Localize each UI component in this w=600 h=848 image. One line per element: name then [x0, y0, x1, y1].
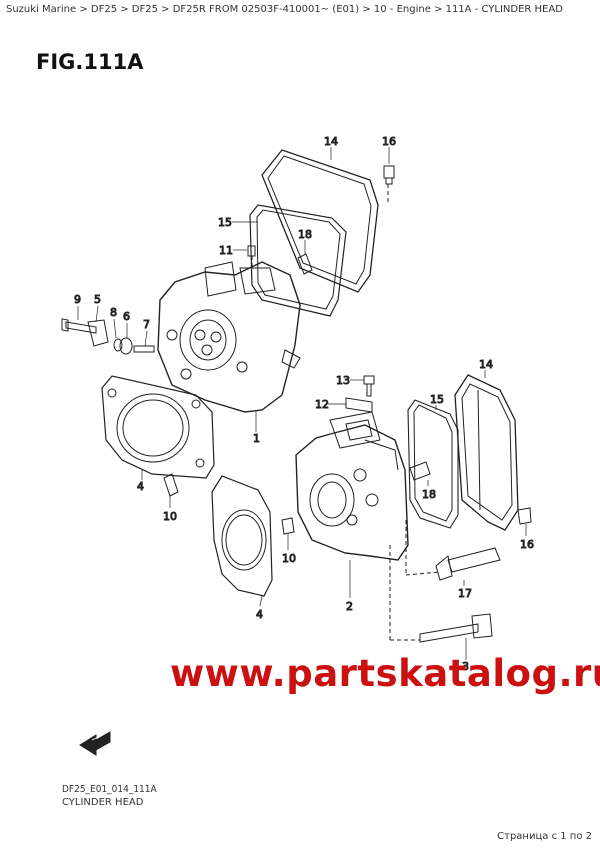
callout-15-upper: 15 — [218, 216, 232, 229]
callout-2: 2 — [346, 600, 353, 613]
figure-name: CYLINDER HEAD — [62, 797, 144, 808]
callout-7: 7 — [143, 318, 150, 331]
callout-18-upper: 18 — [298, 228, 312, 241]
bolt-16-lower — [517, 507, 532, 525]
page-counter: Страница с 1 по 2 — [497, 831, 592, 842]
bracket-12 — [345, 397, 373, 413]
callout-1: 1 — [253, 432, 260, 445]
callout-13: 13 — [336, 374, 350, 387]
callout-3: 3 — [462, 660, 469, 673]
dowel-pin-lower — [281, 517, 295, 535]
forward-arrow-icon — [79, 731, 111, 756]
bolt-16-upper — [383, 165, 395, 185]
figure-title: FIG.111A — [36, 50, 144, 74]
callout-14-upper: 14 — [324, 135, 338, 148]
callout-14-lower: 14 — [479, 358, 493, 371]
head-gasket-upper — [101, 375, 215, 479]
dowel-pin-upper — [163, 473, 179, 497]
callout-16-lower: 16 — [520, 538, 534, 551]
callout-8: 8 — [110, 306, 117, 319]
figure-code: DF25_E01_014_111A — [62, 784, 157, 795]
seal-gasket-lower — [407, 399, 459, 529]
long-bolt-3 — [419, 613, 493, 643]
callout-12: 12 — [315, 398, 329, 411]
cylinder-head-lower — [295, 411, 409, 561]
callout-10-lower: 10 — [282, 552, 296, 565]
callout-9: 9 — [74, 293, 81, 306]
callout-18-lower: 18 — [422, 488, 436, 501]
head-gasket-lower — [211, 475, 273, 597]
fitting-18-lower — [409, 461, 431, 481]
callout-10-upper: 10 — [163, 510, 177, 523]
cover-lower — [454, 374, 519, 531]
bolt-13 — [363, 375, 375, 397]
breadcrumb[interactable]: Suzuki Marine > DF25 > DF25 > DF25R FROM… — [6, 4, 563, 15]
callout-5: 5 — [94, 293, 101, 306]
callout-labels: 1 2 3 4 4 5 6 7 8 9 10 10 11 12 13 14 14… — [74, 135, 535, 674]
callout-17: 17 — [458, 587, 472, 600]
callout-16-upper: 16 — [382, 135, 396, 148]
watermark: www.partskatalog.ru — [170, 652, 600, 695]
seal-gasket-upper — [249, 204, 347, 317]
callout-4-lower: 4 — [256, 608, 263, 621]
cylinder-head-upper — [157, 261, 301, 413]
spark-plug — [435, 547, 501, 581]
fastener-set-left — [61, 318, 155, 355]
cover-gasket-upper — [261, 149, 379, 293]
callout-4-upper: 4 — [137, 480, 144, 493]
callout-11: 11 — [219, 244, 233, 257]
bolt-11 — [247, 245, 256, 257]
leader-lines — [77, 147, 527, 660]
callout-15-lower: 15 — [430, 393, 444, 406]
fitting-18-upper — [297, 253, 313, 275]
assembly-lines — [251, 184, 441, 641]
callout-6: 6 — [123, 310, 130, 323]
